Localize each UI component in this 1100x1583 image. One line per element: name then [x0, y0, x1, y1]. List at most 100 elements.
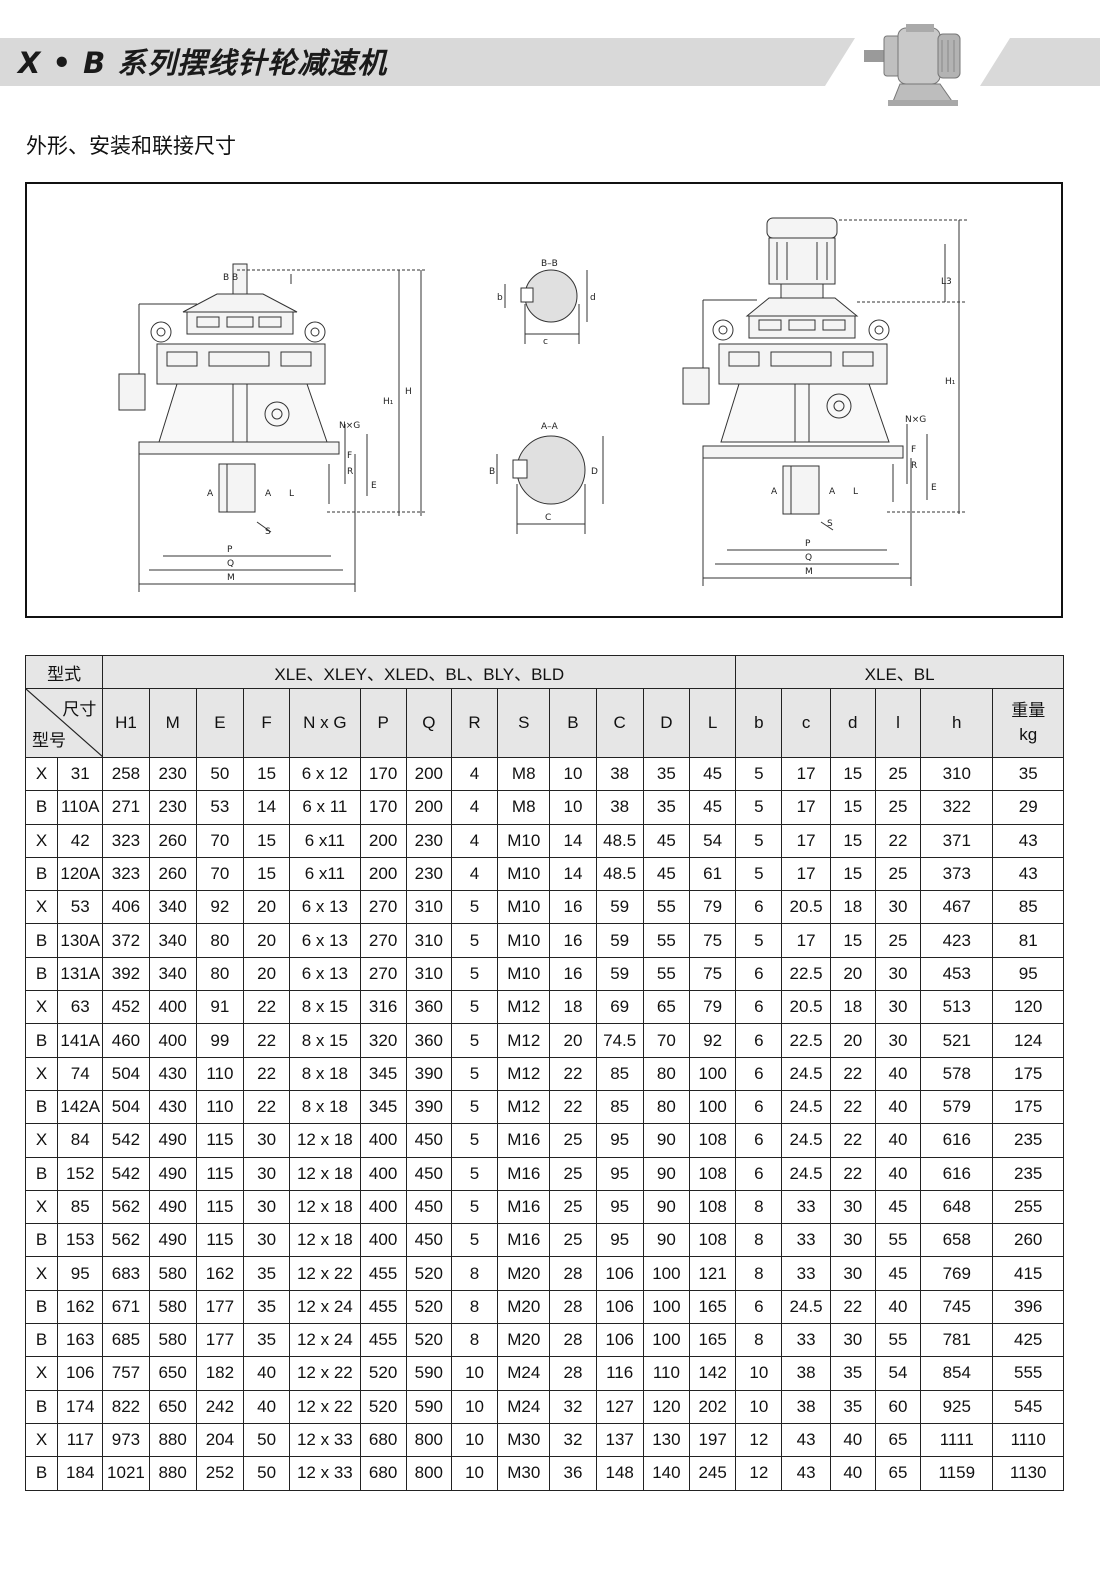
label-r-l: L: [853, 487, 858, 497]
table-cell: 372: [102, 923, 150, 958]
table-cell: M24: [497, 1389, 551, 1424]
label-f: F: [347, 451, 352, 461]
table-cell: 270: [359, 890, 407, 925]
table-cell: 453: [920, 956, 994, 992]
table-cell: 310: [405, 890, 452, 925]
right-assembly: L3 H₁ N×G R F E L A A S P Q M: [682, 217, 967, 586]
table-cell: 90: [642, 1156, 690, 1191]
column-header: M: [148, 688, 197, 758]
table-cell: B: [24, 1323, 59, 1358]
table-cell: 578: [920, 1056, 994, 1091]
table-cell: 25: [874, 923, 922, 958]
table-cell: 10: [735, 1356, 783, 1391]
table-cell: 24.5: [781, 1089, 831, 1125]
table-cell: 5: [450, 923, 499, 958]
table-cell: 396: [992, 1289, 1064, 1325]
table-cell: 131A: [57, 956, 104, 992]
table-cell: 30: [874, 890, 922, 925]
table-cell: 800: [405, 1422, 452, 1458]
table-cell: 513: [920, 990, 994, 1025]
table-cell: 55: [874, 1223, 922, 1258]
table-cell: 106: [595, 1289, 644, 1325]
table-cell: 30: [242, 1223, 291, 1258]
table-cell: 91: [195, 990, 244, 1025]
table-cell: 25: [549, 1189, 597, 1225]
column-header: E: [195, 688, 244, 758]
aa-b: B: [489, 467, 495, 477]
table-cell: 5: [450, 1123, 499, 1158]
table-cell: 520: [359, 1389, 407, 1424]
table-cell: 800: [405, 1456, 452, 1491]
corner-top-label: 尺寸: [62, 700, 97, 719]
table-cell: 650: [148, 1389, 197, 1424]
label-h1: H₁: [383, 397, 394, 407]
table-cell: 371: [920, 823, 994, 858]
table-cell: 197: [688, 1422, 737, 1458]
header-banner: [0, 38, 1100, 86]
table-cell: 53: [57, 890, 104, 925]
table-cell: 12: [735, 1456, 783, 1491]
corner-header: 尺寸 型号: [24, 688, 104, 758]
table-cell: 30: [829, 1256, 876, 1291]
table-cell: 20: [242, 890, 291, 925]
table-cell: 80: [642, 1056, 690, 1091]
table-cell: 115: [195, 1156, 244, 1191]
table-cell: M20: [497, 1323, 551, 1358]
table-cell: 6: [735, 1289, 783, 1325]
table-cell: 106: [57, 1356, 104, 1391]
table-cell: 121: [688, 1256, 737, 1291]
bb-c: c: [543, 337, 548, 347]
table-cell: 15: [242, 856, 291, 892]
table-cell: 35: [642, 790, 690, 825]
table-cell: 95: [992, 956, 1064, 992]
label-s: S: [265, 527, 271, 537]
table-cell: B: [24, 856, 59, 892]
corner-bottom-label: 型号: [32, 731, 66, 750]
table-cell: 70: [195, 856, 244, 892]
table-cell: M24: [497, 1356, 551, 1391]
table-cell: 14: [242, 790, 291, 825]
table-cell: 120A: [57, 856, 104, 892]
table-cell: 24.5: [781, 1289, 831, 1325]
table-cell: 106: [595, 1323, 644, 1358]
table-cell: 12 x 24: [289, 1289, 361, 1325]
weight-unit: kg: [1019, 725, 1038, 744]
section-bb: B–B b d c: [497, 259, 596, 347]
table-cell: 80: [195, 956, 244, 992]
table-cell: 20: [829, 1023, 876, 1058]
table-cell: 22: [829, 1289, 876, 1325]
table-cell: 28: [549, 1289, 597, 1325]
table-cell: 16: [549, 923, 597, 958]
table-cell: 450: [405, 1189, 452, 1225]
table-cell: 8: [450, 1323, 499, 1358]
table-cell: 50: [195, 756, 244, 792]
table-cell: 28: [549, 1256, 597, 1291]
table-cell: X: [24, 1422, 59, 1458]
table-cell: M12: [497, 1089, 551, 1125]
table-cell: 242: [195, 1389, 244, 1424]
table-cell: 85: [595, 1089, 644, 1125]
table-cell: 35: [992, 756, 1064, 792]
table-cell: 100: [688, 1056, 737, 1091]
table-cell: 90: [642, 1189, 690, 1225]
table-cell: 490: [148, 1189, 197, 1225]
table-cell: 24.5: [781, 1123, 831, 1158]
column-header: D: [642, 688, 690, 758]
table-cell: 38: [781, 1389, 831, 1424]
table-cell: 29: [992, 790, 1064, 825]
table-cell: 22: [829, 1056, 876, 1091]
table-cell: 973: [102, 1422, 150, 1458]
label-h: H: [405, 387, 412, 397]
bb-b: b: [497, 293, 503, 303]
column-header: l: [874, 688, 922, 758]
table-cell: 406: [102, 890, 150, 925]
table-cell: 40: [874, 1056, 922, 1091]
table-cell: 85: [992, 890, 1064, 925]
table-cell: 25: [549, 1223, 597, 1258]
